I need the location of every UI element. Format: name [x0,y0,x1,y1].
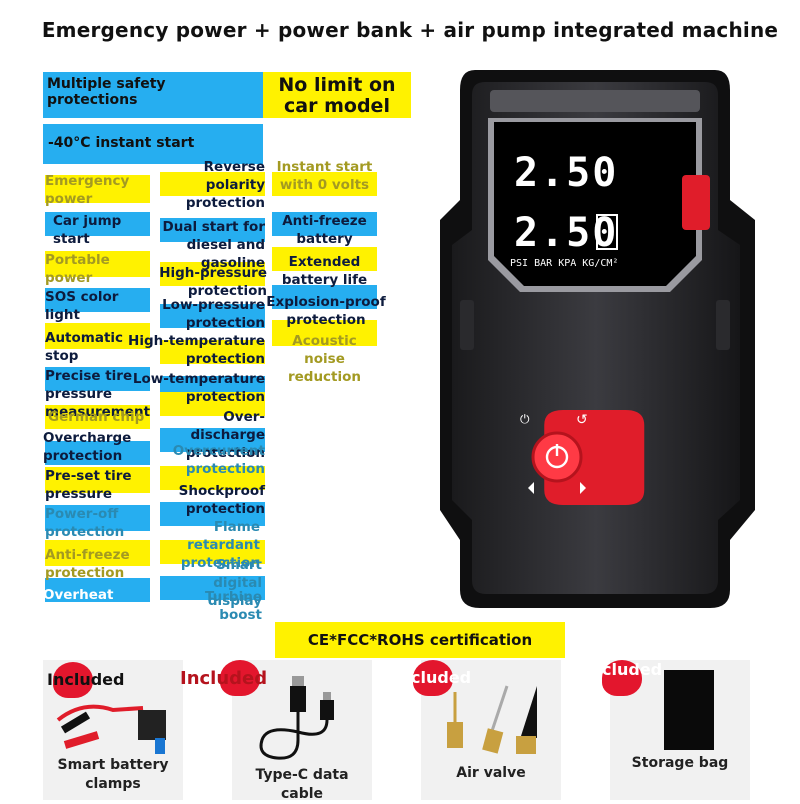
feature-high-pressure: High-pressure protection [155,262,267,300]
feature-portable-power: Portable power [45,251,150,287]
feature-extended-battery: Extended battery life [272,247,377,289]
included-ribbon: cluded [602,660,663,679]
unit-bar: BAR [534,258,553,269]
feature-flame-retardant: Flame retardant protection [160,502,265,572]
feature-overcurrent: Overcurrent protection [160,428,265,478]
feature-power-off: Power-off protection [45,505,150,541]
feature-label: High-pressure protection [159,265,267,299]
included-label: Smart battery clamps [57,757,169,792]
multiple-safety-banner: Multiple safety protections [43,72,263,118]
included-label: Air valve [456,765,526,781]
feature-label: Anti-freeze protection [45,547,130,581]
feature-label: Low-pressure protection [162,297,265,331]
included-ribbon: Included [180,668,268,689]
included-card-cable: Included Type-C data cable [180,660,372,802]
feature-label: Car jump start [53,213,122,247]
back-arrow-icon: ↺ [576,412,588,428]
feature-low-pressure: Low-pressure protection [150,296,265,332]
feature-label: Low-temperature protection [132,371,265,405]
feature-label: Smart digital display [207,557,262,609]
power-icon: ⏻ [520,412,530,426]
no-limit-banner: No limit on car model [263,72,411,118]
feature-german-chip: German chip [45,405,150,429]
feature-label: Precise tire pressure measurement [45,368,151,420]
feature-over-discharge: Over-discharge protection [150,392,265,462]
feature-label: Turbine boost [204,589,262,623]
feature-label: Extended battery life [281,254,368,288]
included-ribbon: Included [47,670,125,689]
feature-label: Flame retardant protection [180,519,260,571]
included-label: Type-C data cable [255,767,349,802]
feature-low-temperature: Low-temperature protection [120,370,265,406]
feature-emergency-power: Emergency power [45,172,150,208]
included-card-valve: cluded Air valve [411,660,561,800]
feature-label: Dual start for diesel and gasoline [162,219,265,271]
feature-label: Reverse polarity protection [185,159,265,211]
feature-automatic-stop: Automatic stop [45,323,150,365]
page-title: Emergency power + power bank + air pump … [41,18,779,42]
battery-icon [596,214,618,250]
air-pump-device [440,70,755,608]
feature-label: Overheat [43,587,114,603]
no-limit-text: No limit on car model [278,74,396,117]
certification-badge: CE*FCC*ROHS certification [275,622,565,658]
feature-label: Overcharge protection [43,430,132,464]
feature-label: SOS color light [45,289,119,323]
feature-label: Anti-freeze battery [282,213,367,247]
feature-label: High-temperature protection [128,333,265,367]
feature-noise-reduction: Acoustic noise reduction [272,320,377,386]
type-c-cable-image [259,676,334,760]
unit-kgcm: KG/CM² [582,258,619,269]
instant-start-banner: -40°C instant start [43,124,263,164]
feature-label: Over-discharge protection [185,409,265,461]
unit-kpa: KPA [558,258,577,269]
feature-reverse-polarity: Reverse polarity protection [160,158,265,212]
air-valve-image [447,685,537,754]
feature-preset-pressure: Pre-set tire pressure [45,467,150,503]
feature-label: Explosion-proof protection [266,294,386,328]
feature-overheat: Overheat [43,578,153,604]
feature-label: German chip [48,409,145,425]
display-reading-top: 2.50 [514,150,619,196]
feature-overcharge: Overcharge protection [43,429,153,465]
feature-label: Power-off protection [45,506,125,540]
unit-psi: PSI [510,258,529,269]
feature-label: Pre-set tire pressure [45,468,132,502]
feature-anti-freeze: Anti-freeze protection [45,540,150,582]
included-card-clamps: Included Smart battery clamps [43,660,183,800]
included-label: Storage bag [631,755,729,771]
feature-smart-display: Smart digital display [160,540,265,610]
feature-car-jump-start: Car jump start [45,212,150,248]
feature-explosion-proof: Explosion-proof protection [262,285,390,329]
feature-shockproof: Shockproof protection [160,466,265,518]
feature-zero-volts: Instant start with 0 volts [272,158,377,196]
feature-label: Automatic stop [45,330,124,364]
battery-clamps-image [56,704,166,754]
display-units: PSI BAR KPA KG/CM² [510,258,618,269]
included-ribbon: cluded [411,668,472,687]
feature-high-temperature: High-temperature protection [115,332,265,368]
feature-dual-start: Dual start for diesel and gasoline [160,218,265,272]
feature-label: Emergency power [45,173,130,207]
feature-turbine-boost: Turbine boost [160,576,265,624]
feature-label: Overcurrent protection [172,443,265,477]
feature-label: Instant start with 0 volts [276,159,373,193]
feature-label: Acoustic noise reduction [287,333,362,385]
feature-label: Shockproof protection [178,483,265,517]
included-card-bag: cluded Storage bag [602,660,750,800]
feature-tire-pressure: Precise tire pressure measurement [45,367,155,421]
feature-label: Portable power [45,252,110,286]
multiple-safety-text: Multiple safety protections [47,76,166,108]
feature-sos-light: SOS color light [45,288,150,324]
instant-start-text: -40°C instant start [48,135,195,151]
feature-anti-freeze-battery: Anti-freeze battery [272,212,377,248]
storage-bag-image [664,670,714,750]
